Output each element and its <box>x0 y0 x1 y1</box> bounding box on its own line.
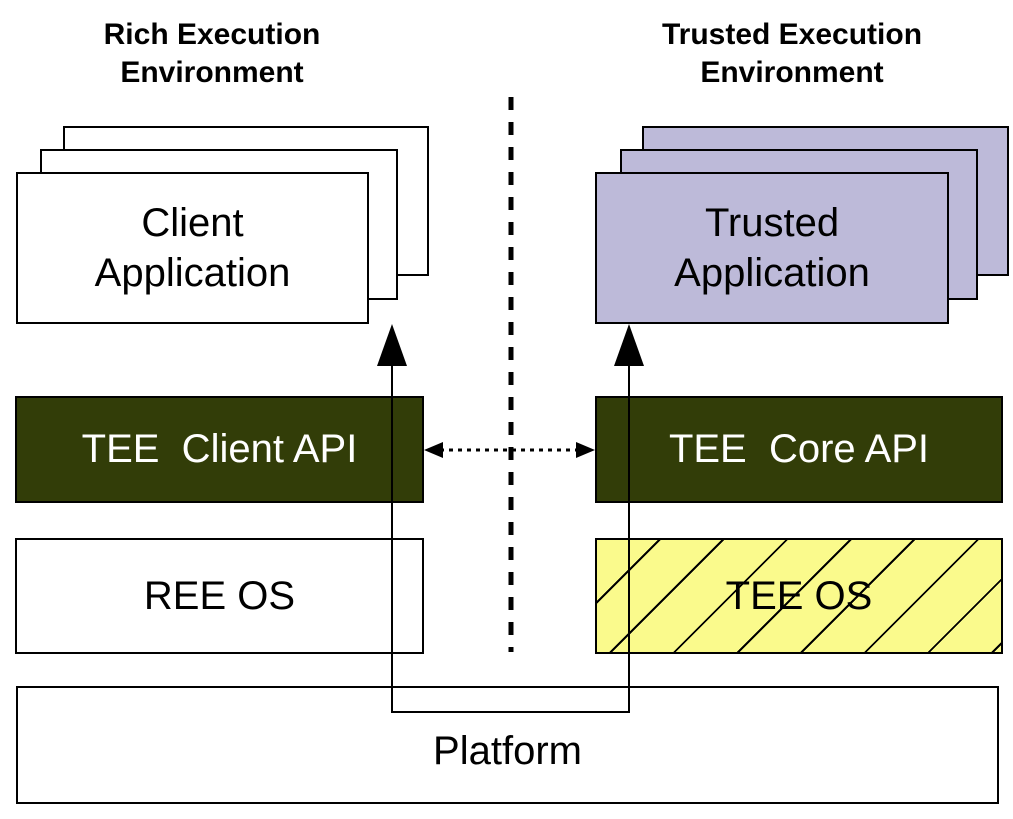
communication-path <box>391 366 630 713</box>
client-application-box: Client Application <box>16 172 369 324</box>
platform-box: Platform <box>16 686 999 804</box>
tee-core-api-label: TEE Core API <box>668 427 930 471</box>
tee-os-box: TEE OS <box>595 538 1003 654</box>
client-application-label: Client Application <box>94 201 291 295</box>
tee-os-label: TEE OS <box>725 573 873 618</box>
tee-client-api-box: TEE Client API <box>15 396 424 503</box>
arrow-to-client-application <box>377 324 407 366</box>
trusted-application-box: Trusted Application <box>595 172 949 324</box>
tee-core-api-box: TEE Core API <box>595 396 1003 503</box>
api-link-arrow-right <box>576 442 595 458</box>
arrow-to-trusted-application <box>614 324 644 366</box>
ree-os-box: REE OS <box>15 538 424 654</box>
ree-heading: Rich Execution Environment <box>103 18 321 89</box>
api-link-arrow-left <box>424 442 443 458</box>
tee-client-api-label: TEE Client API <box>81 427 358 471</box>
platform-label: Platform <box>433 729 582 773</box>
trusted-application-label: Trusted Application <box>674 201 870 295</box>
tee-heading: Trusted Execution Environment <box>661 18 923 89</box>
ree-os-label: REE OS <box>143 573 296 618</box>
